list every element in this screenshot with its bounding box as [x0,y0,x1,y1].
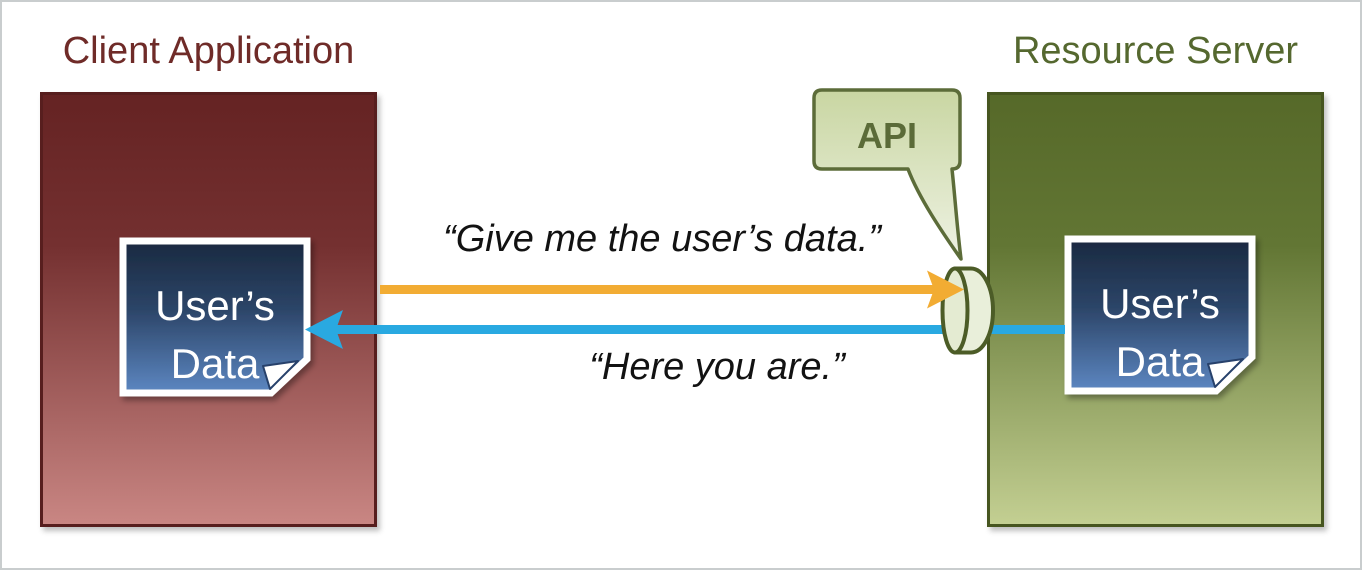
client-application-box [40,92,377,527]
cylinder-opening [940,266,970,355]
api-port-cylinder-icon [940,266,995,355]
resource-server-box [987,92,1324,527]
response-message-text: “Here you are.” [589,346,845,388]
request-message-text: “Give me the user’s data.” [443,218,881,260]
request-arrowhead-icon [927,270,964,309]
api-label: API [857,115,917,156]
request-arrow [380,270,964,309]
client-application-title: Client Application [62,30,355,72]
resource-server-title: Resource Server [1012,30,1299,72]
response-arrow [305,310,1065,349]
